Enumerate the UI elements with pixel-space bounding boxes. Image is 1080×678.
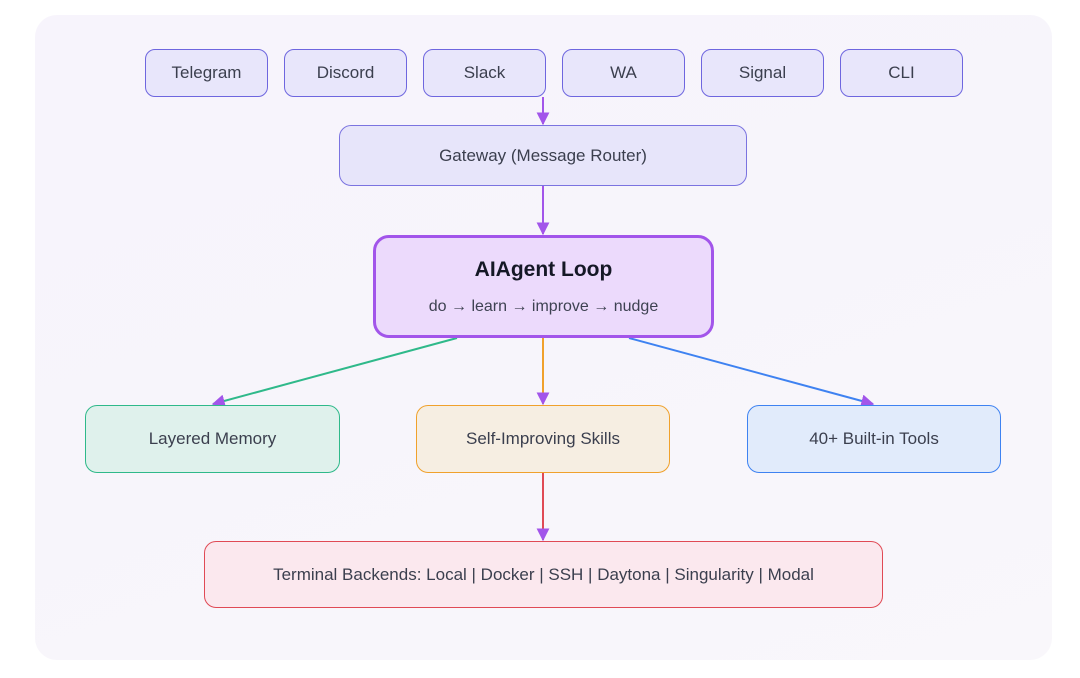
channel-slack: Slack [423,49,546,97]
channel-label: Slack [463,63,506,82]
skills-label: Self-Improving Skills [466,429,620,448]
channel-wa: WA [562,49,685,97]
arrow-loop-to-memory [211,337,458,408]
channel-telegram: Telegram [145,49,268,97]
channel-discord: Discord [284,49,407,97]
gateway-label: Gateway (Message Router) [439,145,647,165]
channel-label: Signal [738,63,787,82]
channel-label: Telegram [171,63,242,82]
memory-label: Layered Memory [148,429,277,448]
channel-cli: CLI [840,49,963,97]
gateway-node: Gateway (Message Router) [339,125,747,186]
agent-loop-subtitle: do → learn → improve → nudge [428,297,659,315]
channel-signal: Signal [701,49,824,97]
backends-label: Terminal Backends: Local | Docker | SSH … [273,564,814,584]
agent-loop-node: AIAgent Loop do → learn → improve → nudg… [373,235,714,338]
arrow-loop-to-tools [628,337,875,408]
channel-label: Discord [316,63,375,82]
channel-label: CLI [888,63,915,82]
memory-node: Layered Memory [85,405,340,473]
tools-label: 40+ Built-in Tools [809,429,939,448]
agent-loop-title: AIAgent Loop [474,257,613,281]
backends-node: Terminal Backends: Local | Docker | SSH … [204,541,883,608]
channel-label: WA [610,63,637,82]
skills-node: Self-Improving Skills [416,405,670,473]
tools-node: 40+ Built-in Tools [747,405,1001,473]
